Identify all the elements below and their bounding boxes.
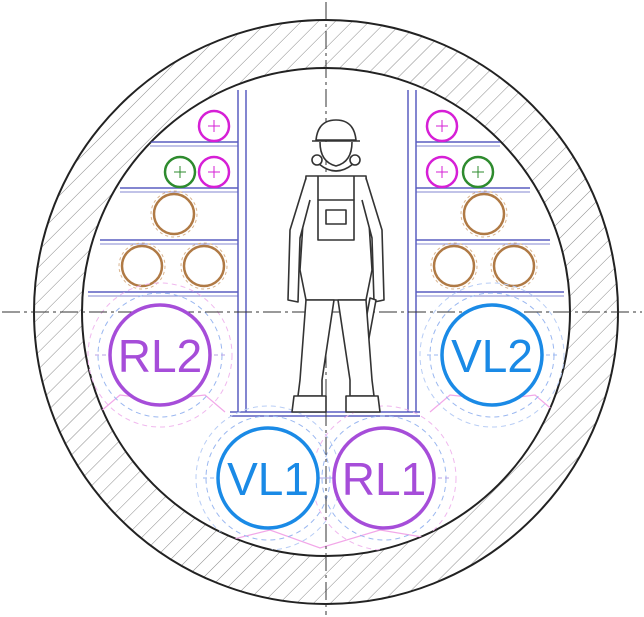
cable-icon bbox=[197, 155, 231, 189]
cable-icon bbox=[425, 155, 459, 189]
cable-icon bbox=[118, 242, 166, 290]
left-cable-rack bbox=[88, 141, 238, 297]
pipe-label-rl2: RL2 bbox=[118, 330, 202, 382]
cable-icon bbox=[425, 109, 459, 143]
pipe-rl1: RL1 bbox=[332, 426, 436, 530]
cable-icon bbox=[430, 242, 478, 290]
cable-icon bbox=[460, 190, 508, 238]
right-cable-rack bbox=[416, 141, 564, 297]
pipe-label-vl1: VL1 bbox=[227, 453, 309, 505]
maintenance-worker-with-hard-hat-and-wrench bbox=[287, 119, 385, 413]
cable-icon bbox=[163, 155, 197, 189]
cable-icon bbox=[197, 109, 231, 143]
cable-icon bbox=[461, 155, 495, 189]
cable-icon bbox=[150, 190, 198, 238]
pipe-vl1: VL1 bbox=[216, 426, 320, 530]
pipe-label-rl1: RL1 bbox=[342, 453, 426, 505]
left-cables bbox=[118, 109, 231, 290]
right-cables bbox=[425, 109, 538, 290]
cable-icon bbox=[180, 242, 228, 290]
pipe-rl2: RL2 bbox=[108, 303, 212, 407]
pipe-label-vl2: VL2 bbox=[451, 330, 533, 382]
pipe-vl2: VL2 bbox=[440, 303, 544, 407]
